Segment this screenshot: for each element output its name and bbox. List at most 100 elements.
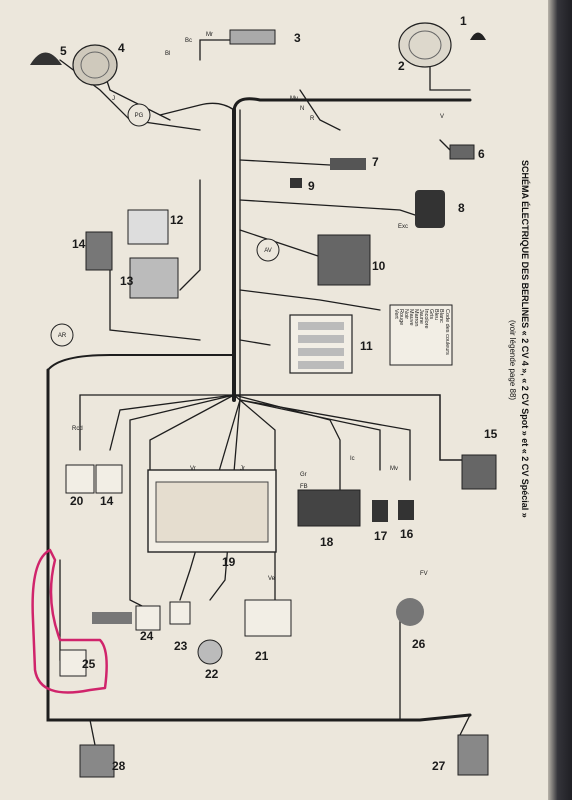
wire-pg bbox=[299, 89, 341, 131]
harness-right-branch bbox=[233, 394, 471, 461]
wire-code: N bbox=[300, 106, 304, 112]
component-23-bulb bbox=[169, 601, 191, 625]
number-12: 12 bbox=[170, 213, 184, 227]
wire-code-labels: Bc Bl Mr Mv N R V J FV Gr Rcd Ic FB Vr J… bbox=[72, 32, 444, 582]
marker-pg: PG bbox=[127, 103, 151, 127]
number-13: 13 bbox=[120, 274, 134, 288]
number-23: 23 bbox=[174, 639, 188, 653]
wire-code: Gr bbox=[300, 472, 307, 478]
wire-code: Jr bbox=[240, 466, 245, 472]
title-text: SCHÉMA ÉLECTRIQUE DES BERLINES « 2 CV 4 … bbox=[520, 160, 530, 518]
wire-10 bbox=[239, 229, 331, 261]
wire-12-13 bbox=[179, 179, 201, 291]
wire-25 bbox=[59, 559, 66, 661]
wire-11 bbox=[239, 289, 381, 311]
component-16-fuse bbox=[398, 500, 414, 520]
wire-code: Ve bbox=[268, 576, 276, 582]
number-21: 21 bbox=[255, 649, 269, 663]
harness-left-branch bbox=[47, 354, 235, 371]
component-4-headlamp bbox=[72, 44, 118, 86]
number-10: 10 bbox=[372, 259, 386, 273]
component-25-lamp bbox=[59, 649, 87, 677]
pink-annotation-circle bbox=[31, 548, 108, 694]
component-22-round bbox=[197, 639, 223, 665]
component-13-starter bbox=[129, 257, 179, 299]
wire-14b bbox=[109, 394, 235, 451]
wire-code: Vr bbox=[190, 466, 196, 472]
legend-row-3: Incolore bbox=[423, 309, 429, 329]
component-5-horn bbox=[30, 52, 62, 65]
number-18: 18 bbox=[320, 535, 334, 549]
number-28: 28 bbox=[112, 759, 126, 773]
av-label: AV bbox=[264, 248, 272, 254]
wire-17 bbox=[239, 399, 381, 471]
number-2: 2 bbox=[398, 59, 405, 73]
wire-code: Bl bbox=[165, 51, 170, 57]
component-21-switch bbox=[244, 599, 292, 637]
component-17-fuse bbox=[372, 500, 388, 522]
book-spine bbox=[548, 0, 572, 800]
number-7: 7 bbox=[372, 155, 379, 169]
marker-ar: AR bbox=[50, 323, 74, 347]
wire-1-2 bbox=[429, 59, 471, 91]
number-27: 27 bbox=[432, 759, 446, 773]
component-8-coil bbox=[415, 190, 445, 228]
wire-27 bbox=[459, 714, 471, 736]
color-legend: Code des couleurs Blanc Bleu Gris Incolo… bbox=[389, 304, 453, 366]
manual-page bbox=[0, 0, 548, 800]
wire-code: Mv bbox=[290, 96, 298, 102]
number-5: 5 bbox=[60, 44, 67, 58]
component-10-battery bbox=[317, 234, 371, 286]
component-7-relay bbox=[330, 158, 366, 170]
wire-20 bbox=[79, 394, 235, 451]
wire-8 bbox=[239, 199, 416, 216]
legend-row-7: Noir bbox=[403, 309, 409, 319]
wire-26 bbox=[399, 609, 411, 721]
wire-19a bbox=[149, 394, 235, 471]
number-24: 24 bbox=[140, 629, 154, 643]
wire-16 bbox=[239, 399, 411, 481]
number-22: 22 bbox=[205, 667, 219, 681]
component-12-switch bbox=[127, 209, 169, 245]
component-24-handle bbox=[92, 605, 161, 631]
component-27-lamp bbox=[457, 734, 489, 776]
marker-av: AV bbox=[256, 238, 280, 262]
legend-row-2: Gris bbox=[428, 309, 434, 319]
wire-code: R bbox=[310, 116, 315, 122]
component-15-distributor bbox=[461, 454, 497, 490]
number-19: 19 bbox=[222, 555, 236, 569]
wire-23 bbox=[179, 399, 241, 601]
legend-row-5: Marron bbox=[413, 309, 419, 326]
wire-code: FB bbox=[300, 484, 308, 490]
subtitle-text: (voir légende page 88) bbox=[508, 320, 517, 400]
component-20-box bbox=[65, 464, 95, 494]
component-14b-box bbox=[95, 464, 123, 494]
legend-row-0: Blanc bbox=[438, 309, 444, 323]
wire-24 bbox=[129, 394, 235, 611]
wire-3 bbox=[199, 39, 241, 61]
diagram-title: SCHÉMA ÉLECTRIQUE DES BERLINES « 2 CV 4 … bbox=[508, 160, 530, 518]
pg-label: PG bbox=[135, 113, 144, 119]
wire-fuse bbox=[239, 319, 271, 346]
component-28-lamp bbox=[79, 744, 115, 778]
component-26-wiper bbox=[396, 598, 424, 626]
legend-row-6: Mauve bbox=[408, 309, 414, 326]
wire-code: Rcd bbox=[72, 426, 83, 432]
number-8: 8 bbox=[458, 201, 465, 215]
number-26: 26 bbox=[412, 637, 426, 651]
legend-header: Code des couleurs bbox=[444, 309, 450, 355]
legend-row-1: Bleu bbox=[433, 309, 439, 320]
number-14b: 14 bbox=[100, 494, 114, 508]
component-3-switch bbox=[229, 29, 276, 45]
component-18-indicator bbox=[297, 489, 361, 527]
number-17: 17 bbox=[374, 529, 388, 543]
wire-code: Mv bbox=[390, 466, 398, 472]
wire-14 bbox=[109, 249, 201, 341]
wire-code: Bc bbox=[185, 38, 192, 44]
component-6-regulator bbox=[449, 144, 475, 160]
wiring-lines bbox=[46, 39, 472, 746]
component-1-lamp bbox=[398, 22, 486, 68]
wire-7 bbox=[239, 159, 331, 166]
wire-code: Exc bbox=[398, 224, 408, 230]
